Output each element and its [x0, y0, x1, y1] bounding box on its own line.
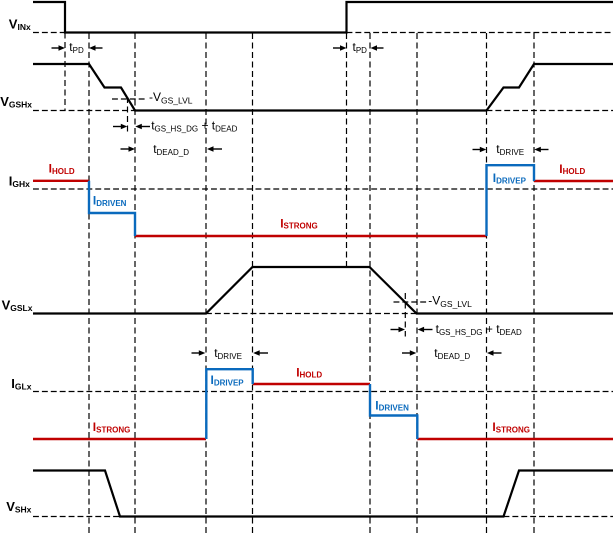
svg-text:IDRIVEP: IDRIVEP — [211, 373, 245, 387]
svg-text:VINx: VINx — [9, 17, 31, 32]
svg-text:tDEAD_D: tDEAD_D — [434, 346, 470, 361]
svg-text:tPD: tPD — [69, 40, 84, 55]
svg-text:IGHx: IGHx — [9, 174, 30, 190]
svg-text:IDRIVEN: IDRIVEN — [93, 194, 127, 208]
svg-text:IDRIVEP: IDRIVEP — [493, 171, 527, 185]
svg-text:VSHx: VSHx — [6, 499, 31, 515]
svg-text:IGLx: IGLx — [11, 376, 31, 392]
svg-text:tPD: tPD — [353, 40, 368, 55]
svg-text:ISTRONG: ISTRONG — [93, 420, 131, 434]
svg-text:ISTRONG: ISTRONG — [280, 216, 318, 230]
svg-text:tDRIVE: tDRIVE — [496, 142, 524, 157]
svg-text:ISTRONG: ISTRONG — [492, 420, 530, 434]
svg-text:IDRIVEN: IDRIVEN — [375, 398, 409, 412]
svg-text:-VGS_LVL: -VGS_LVL — [149, 90, 193, 106]
svg-text:tDEAD_D: tDEAD_D — [153, 142, 189, 157]
svg-text:VGSHx: VGSHx — [0, 94, 32, 110]
svg-text:IHOLD: IHOLD — [559, 162, 585, 176]
svg-text:tGS_HS_DG + tDEAD: tGS_HS_DG + tDEAD — [151, 118, 237, 133]
svg-text:IHOLD: IHOLD — [296, 365, 322, 379]
svg-text:tDRIVE: tDRIVE — [214, 346, 242, 361]
svg-text:-VGS_LVL: -VGS_LVL — [428, 293, 472, 309]
svg-text:VGSLx: VGSLx — [2, 297, 33, 313]
svg-text:IHOLD: IHOLD — [49, 162, 75, 176]
svg-text:tGS_HS_DG + tDEAD: tGS_HS_DG + tDEAD — [436, 322, 522, 337]
